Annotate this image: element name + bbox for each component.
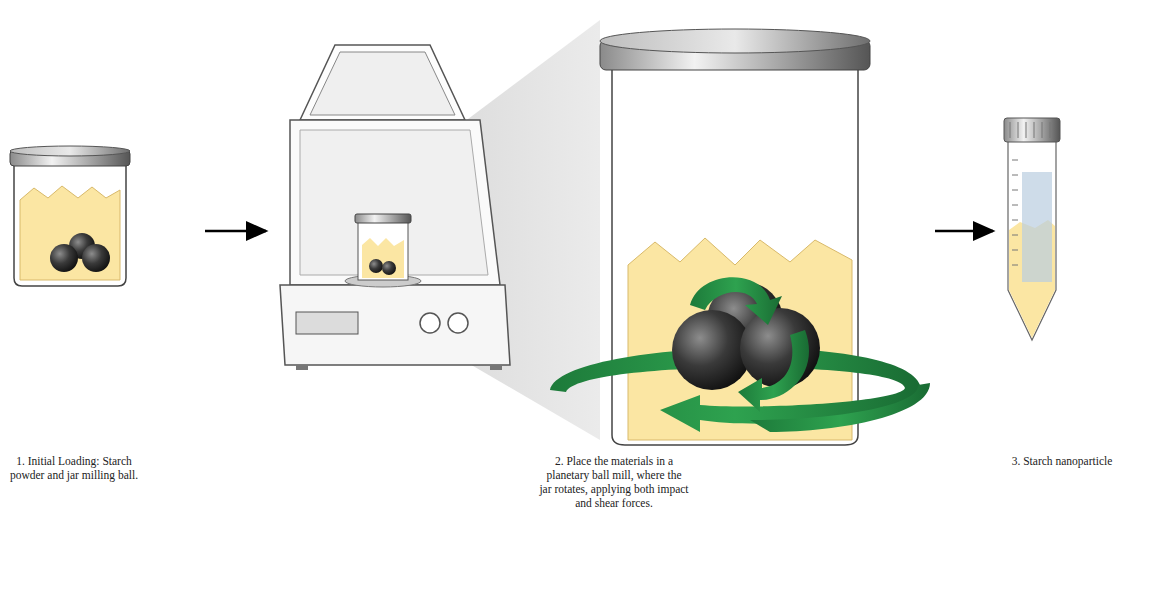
step-caption: 2. Place the materials in a planetary ba… (539, 454, 689, 510)
milling-jar-closeup (550, 29, 930, 445)
loading-jar (10, 146, 130, 286)
centrifuge-tube (1004, 118, 1060, 340)
flow-arrow (935, 230, 993, 233)
step-caption: 1. Initial Loading: Starch powder and ja… (4, 454, 144, 482)
step-caption: 3. Starch nanoparticle (987, 454, 1137, 468)
flow-arrow (205, 230, 266, 233)
planetary-ball-mill (280, 45, 510, 370)
